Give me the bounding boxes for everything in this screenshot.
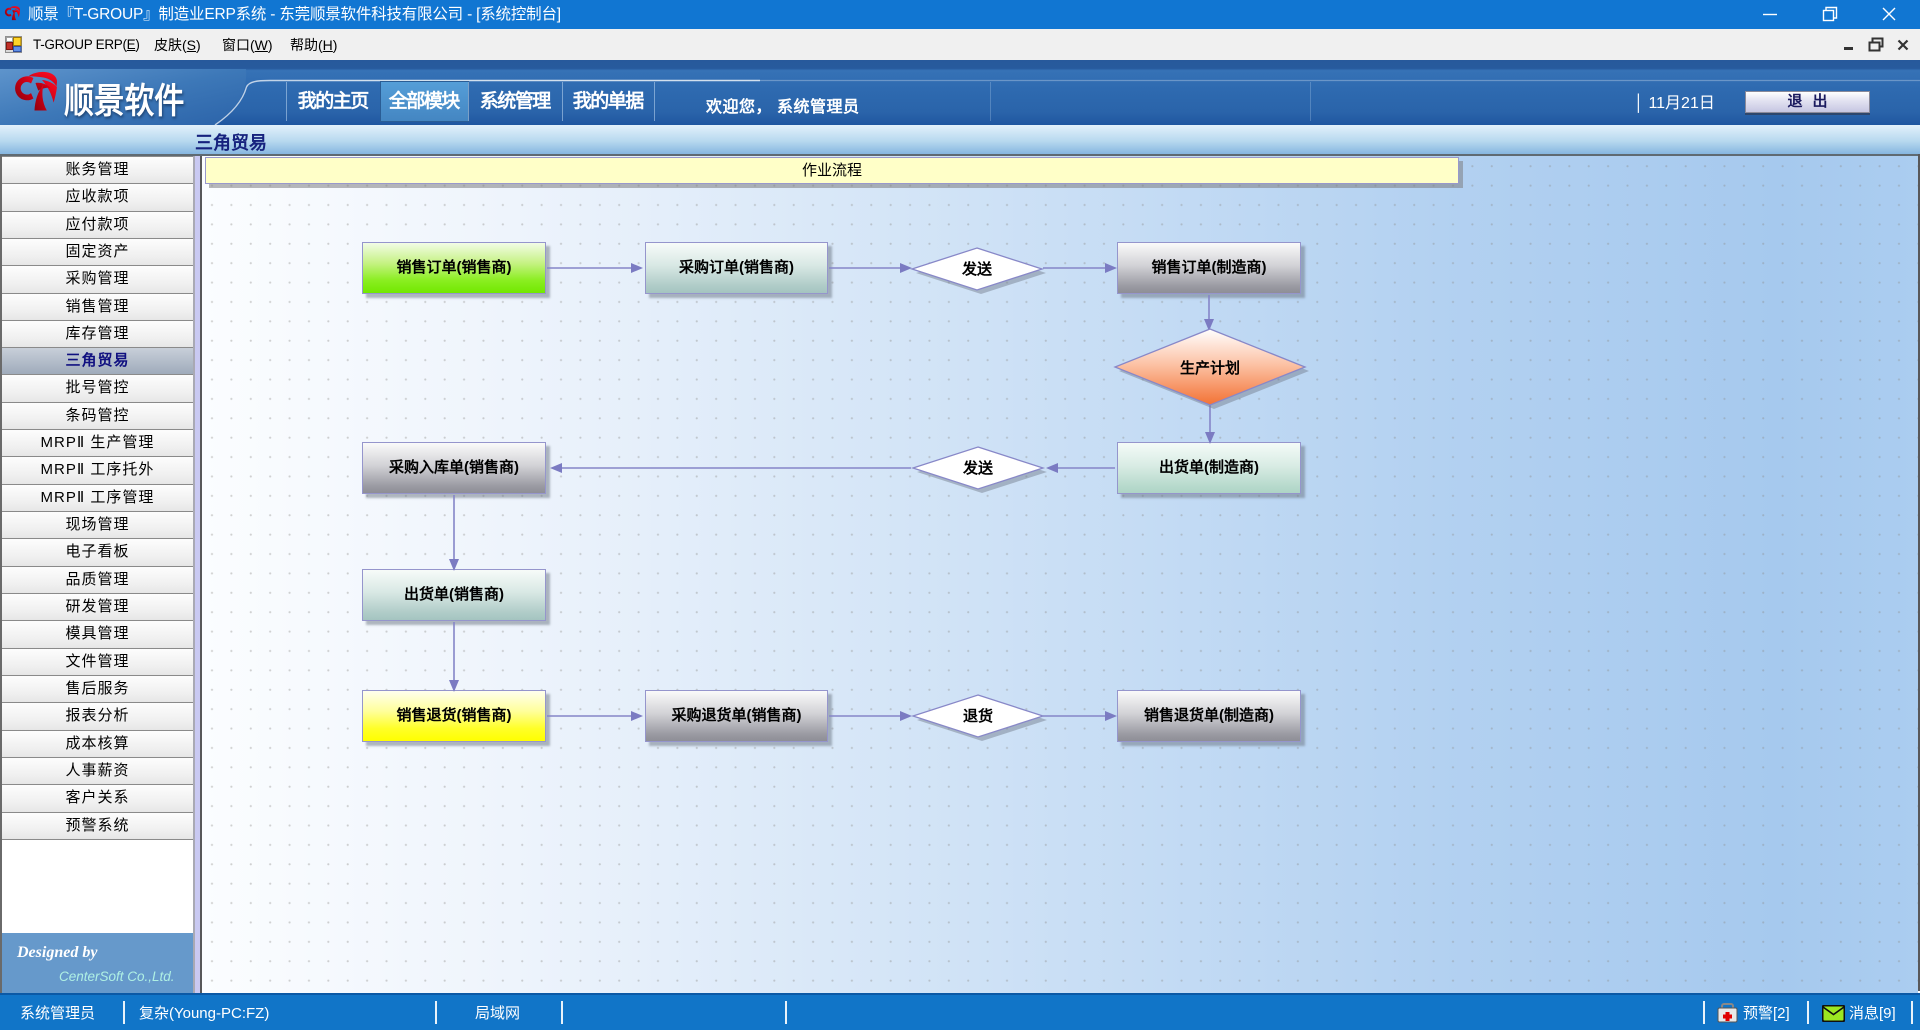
svg-text:发送: 发送 [961,260,993,278]
svg-text:生产计划: 生产计划 [1180,359,1240,377]
svg-text:退货: 退货 [963,707,993,725]
svg-text:发送: 发送 [962,459,994,477]
